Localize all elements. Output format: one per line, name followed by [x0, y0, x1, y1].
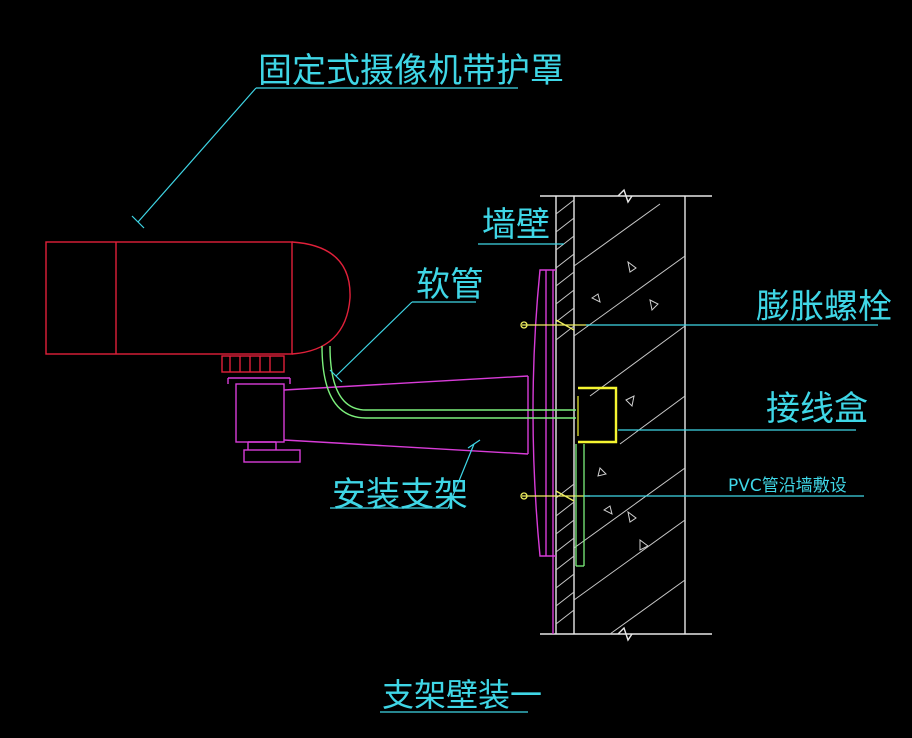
pvc-conduit — [575, 444, 585, 567]
label-expansion-bolt: 膨胀螺栓 — [756, 287, 892, 327]
junction-box — [577, 386, 618, 444]
expansion-bolts — [520, 319, 590, 502]
wall-plaster-hatch — [555, 199, 575, 625]
label-wall: 墙壁 — [482, 205, 550, 245]
wall — [540, 188, 712, 642]
camera-housing — [45, 241, 351, 373]
drawing-title: 支架壁装一 — [382, 676, 542, 714]
label-junction-box: 接线盒 — [766, 389, 868, 429]
flexible-hose — [321, 345, 576, 419]
label-hose: 软管 — [416, 265, 484, 305]
wall-aggregate — [591, 260, 659, 551]
leader-lines — [131, 87, 878, 713]
label-pvc-pipe: PVC管沿墙敷设 — [728, 476, 847, 496]
label-camera-housing: 固定式摄像机带护罩 — [258, 51, 564, 91]
wall-concrete-hatch — [573, 203, 686, 635]
label-bracket: 安装支架 — [332, 475, 468, 515]
mounting-bracket — [227, 269, 556, 634]
